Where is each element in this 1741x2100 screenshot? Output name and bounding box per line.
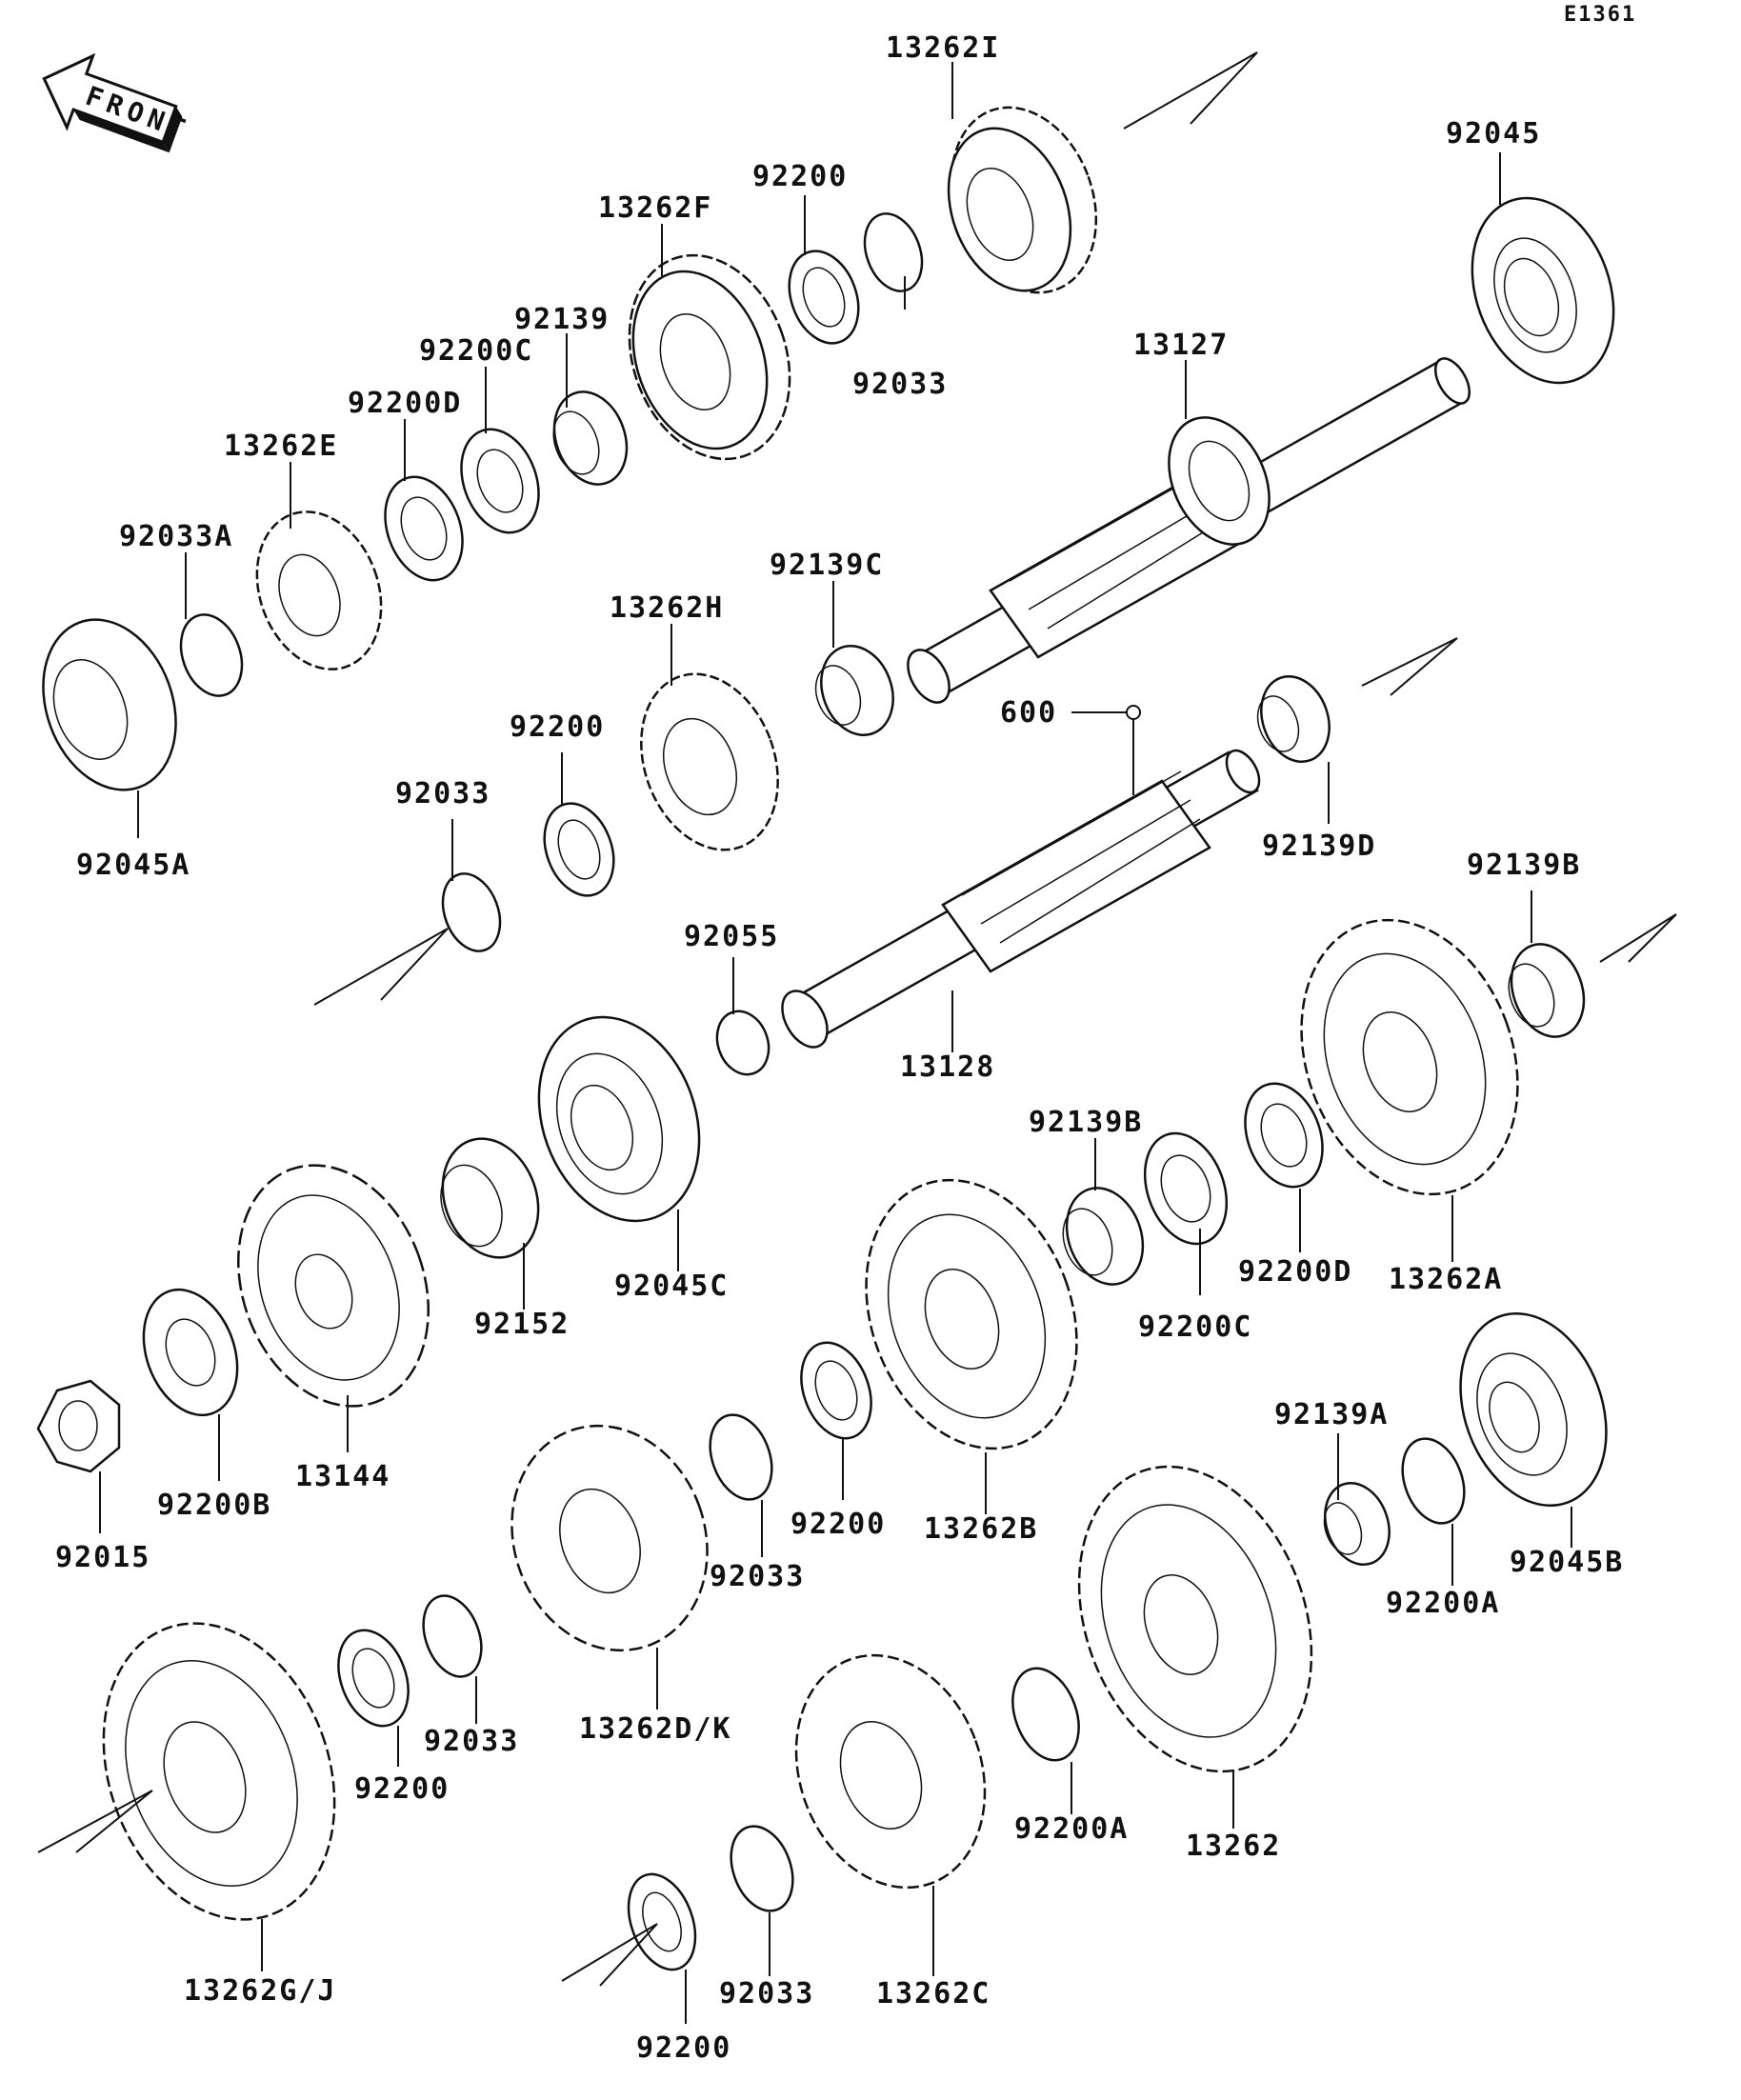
label-92200A-low: 92200A bbox=[1014, 1812, 1129, 1846]
needle-bearing-92139B-top bbox=[1508, 943, 1586, 1038]
bushing-92139C bbox=[814, 644, 894, 737]
label-92200-low2: 92200 bbox=[354, 1772, 450, 1806]
label-92200-bottom: 92200 bbox=[636, 2031, 731, 2065]
label-92200-top: 92200 bbox=[752, 160, 848, 193]
gear-13262DK bbox=[510, 1424, 709, 1652]
label-13262F: 13262F bbox=[598, 191, 712, 225]
gear-on-shaft-13127 bbox=[1168, 416, 1271, 546]
gear-13262E bbox=[255, 510, 383, 670]
bearing-92045C bbox=[537, 1015, 701, 1223]
label-92139A: 92139A bbox=[1274, 1398, 1389, 1431]
gear-13262 bbox=[1077, 1465, 1313, 1773]
circlip-92033-low1 bbox=[709, 1413, 773, 1501]
label-92033-mid: 92033 bbox=[395, 777, 490, 810]
label-13262I: 13262I bbox=[886, 31, 1000, 65]
label-92200D-low: 92200D bbox=[1238, 1255, 1352, 1289]
bearing-92045 bbox=[1471, 196, 1615, 385]
label-13262DK: 13262D/K bbox=[579, 1712, 732, 1746]
diagram-ref-code: E1361 bbox=[1564, 3, 1636, 27]
part-labels: 13262I 92045 92200 13262F 92139 92200C 9… bbox=[55, 31, 1624, 2065]
gear-13262C bbox=[794, 1653, 987, 1890]
washer-92200-top bbox=[788, 250, 860, 345]
lubricant-marker-icon bbox=[1126, 705, 1141, 720]
gear-13262H bbox=[640, 672, 779, 851]
washer-92200B bbox=[142, 1288, 239, 1417]
label-92015: 92015 bbox=[55, 1541, 150, 1574]
label-13262: 13262 bbox=[1186, 1830, 1281, 1863]
label-13262H: 13262H bbox=[610, 591, 724, 625]
gear-13262B bbox=[865, 1178, 1078, 1450]
washer-92200D-low bbox=[1244, 1082, 1324, 1189]
circlip-92033A bbox=[179, 613, 244, 697]
label-92055: 92055 bbox=[684, 920, 779, 953]
label-92200-low1: 92200 bbox=[790, 1508, 886, 1541]
label-92033-low1: 92033 bbox=[710, 1560, 805, 1593]
label-92033-bottom: 92033 bbox=[719, 1977, 814, 2010]
o-ring-92055 bbox=[715, 1010, 770, 1076]
gear-13262I bbox=[947, 106, 1098, 294]
washer-92200-low2 bbox=[337, 1629, 410, 1728]
label-92200B: 92200B bbox=[157, 1489, 271, 1522]
label-600: 600 bbox=[1000, 696, 1057, 730]
washer-92200A-right bbox=[1401, 1437, 1466, 1525]
bushing-92139A bbox=[1323, 1481, 1391, 1567]
gear-13262GJ bbox=[102, 1622, 336, 1921]
label-92152: 92152 bbox=[474, 1308, 570, 1341]
washer-92200D-top bbox=[384, 475, 464, 582]
washer-92200-low1 bbox=[800, 1341, 872, 1440]
washer-92200-bottom bbox=[627, 1872, 697, 1971]
circlip-92033-top bbox=[863, 212, 924, 292]
label-92139C: 92139C bbox=[770, 549, 884, 582]
label-92033-low2: 92033 bbox=[424, 1725, 519, 1758]
needle-bearing-92139 bbox=[552, 390, 629, 486]
shaft-13127 bbox=[907, 357, 1471, 704]
front-arrow-icon: FRONT bbox=[42, 52, 194, 153]
label-92139B-top: 92139B bbox=[1467, 849, 1581, 882]
label-92139B-mid: 92139B bbox=[1029, 1106, 1143, 1139]
needle-bearing-92139B-mid bbox=[1062, 1187, 1145, 1286]
leader-lines bbox=[99, 62, 1572, 2024]
shaft-13128 bbox=[781, 749, 1261, 1049]
label-13262B: 13262B bbox=[924, 1512, 1038, 1546]
circlip-92033-bottom bbox=[730, 1825, 794, 1912]
washer-92200C-low bbox=[1143, 1131, 1229, 1246]
label-13128: 13128 bbox=[900, 1050, 995, 1084]
circlip-92033-low2 bbox=[422, 1594, 483, 1678]
label-13262A: 13262A bbox=[1389, 1263, 1503, 1296]
label-13127: 13127 bbox=[1133, 329, 1229, 362]
nut-92015 bbox=[36, 1379, 121, 1473]
label-92045A: 92045A bbox=[76, 849, 190, 882]
label-13262GJ: 13262G/J bbox=[184, 1974, 337, 2008]
label-92033-top: 92033 bbox=[852, 368, 948, 401]
label-92200A-right: 92200A bbox=[1386, 1587, 1500, 1620]
label-92045B: 92045B bbox=[1510, 1546, 1624, 1579]
label-92200D-top: 92200D bbox=[348, 387, 462, 420]
gear-13262F bbox=[628, 253, 791, 461]
sprocket-13144 bbox=[237, 1164, 430, 1408]
label-13262C: 13262C bbox=[876, 1977, 991, 2010]
label-92045-top: 92045 bbox=[1446, 117, 1541, 150]
washer-92200A-low bbox=[1011, 1667, 1080, 1762]
assembly-axis-lines bbox=[37, 51, 1677, 1987]
label-92200C-low: 92200C bbox=[1138, 1310, 1252, 1344]
label-13262E: 13262E bbox=[224, 430, 338, 463]
washer-92200-mid bbox=[543, 802, 615, 897]
circlip-92033-mid bbox=[441, 872, 502, 952]
washer-92200C-top bbox=[460, 428, 540, 534]
label-92045C: 92045C bbox=[614, 1270, 729, 1303]
bearing-92045B bbox=[1459, 1311, 1608, 1508]
gear-13262A bbox=[1300, 918, 1519, 1196]
label-92200C-top: 92200C bbox=[419, 334, 533, 368]
label-13144: 13144 bbox=[295, 1460, 390, 1493]
label-92200-mid: 92200 bbox=[510, 710, 605, 744]
label-92139D: 92139D bbox=[1262, 830, 1376, 863]
label-92033A: 92033A bbox=[119, 520, 233, 553]
collar-92152 bbox=[440, 1137, 540, 1259]
label-92139: 92139 bbox=[514, 303, 610, 336]
bushing-92139D bbox=[1256, 674, 1331, 764]
bearing-92045A bbox=[42, 618, 177, 791]
